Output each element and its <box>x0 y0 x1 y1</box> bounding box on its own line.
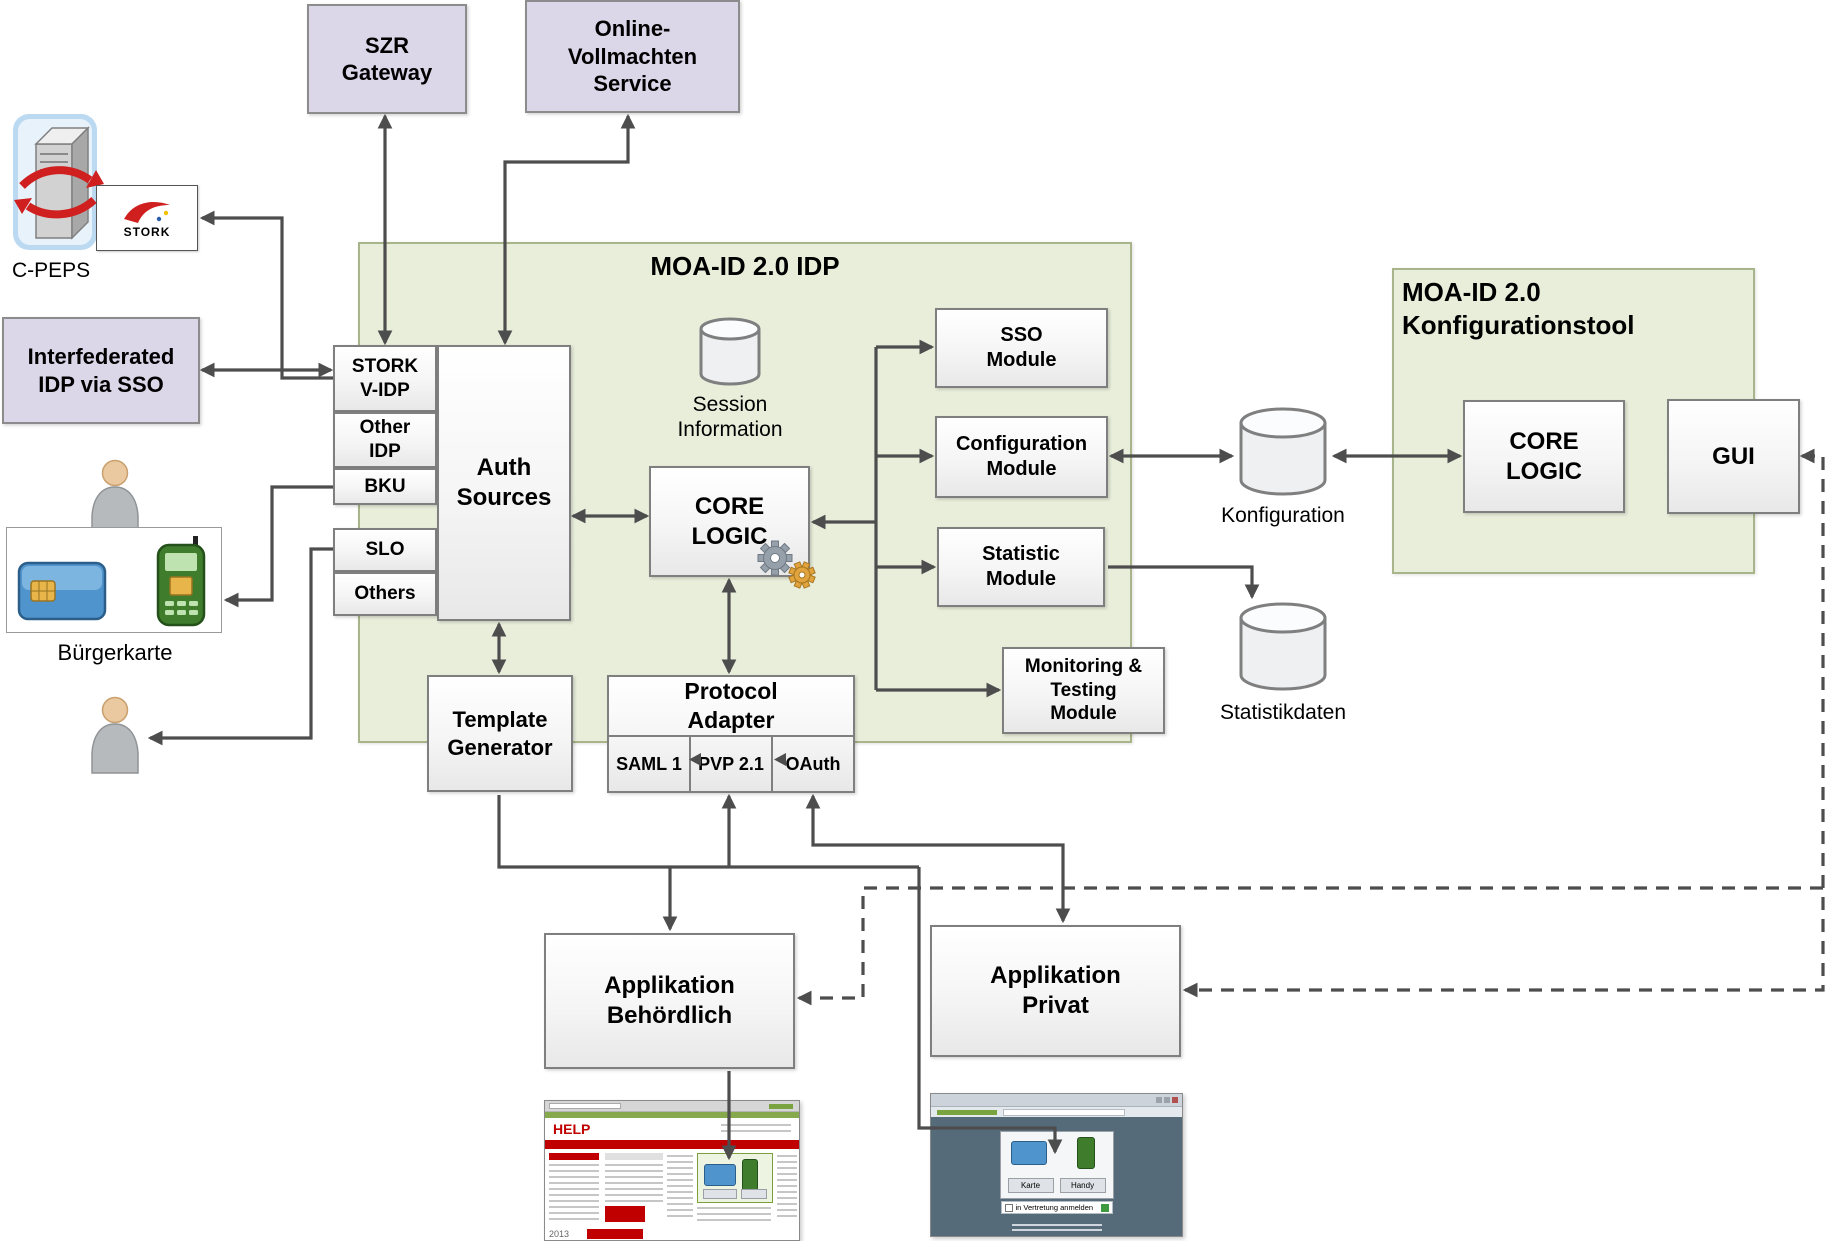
gui-box: GUI <box>1667 399 1800 514</box>
saml1-box: SAML 1 <box>616 753 682 774</box>
karte-button: Karte <box>1007 1178 1054 1193</box>
session-db-icon <box>699 317 761 386</box>
protocol-adapter-label: Protocol Adapter <box>684 678 778 733</box>
secure-icon <box>1100 1203 1109 1212</box>
bku-selection-widget <box>697 1153 773 1203</box>
others-box: Others <box>333 572 437 616</box>
handy-button: Handy <box>1059 1178 1106 1193</box>
mini-phone-icon <box>1076 1137 1095 1169</box>
window-titlebar <box>931 1094 1182 1107</box>
stork-label: STORK <box>123 225 171 239</box>
server-front <box>35 143 73 239</box>
online-vollmachten-box: Online- Vollmachten Service <box>525 0 740 113</box>
pvp21-box: PVP 2.1 <box>689 737 771 791</box>
buergerkarte-box <box>6 527 222 633</box>
help-website-screenshot: HELP 2013 <box>544 1100 800 1241</box>
other-idp-box: Other IDP <box>333 412 437 468</box>
protocol-adapter-box: Protocol Adapter SAML 1 PVP 2.1 OAuth <box>607 675 855 793</box>
arrow-vidp-cpeps <box>199 210 333 380</box>
konfigtool-panel-title: MOA-ID 2.0 Konfigurationstool <box>1402 277 1635 340</box>
arrow-bku-buergerkarte <box>223 485 333 608</box>
applikation-privat-box: Applikation Privat <box>930 925 1181 1057</box>
line-template-bus <box>497 795 919 869</box>
bku-login-dialog: Karte Handy <box>999 1131 1114 1199</box>
konfigtool-core-logic-box: CORE LOGIC <box>1463 400 1625 513</box>
statistikdaten-db-icon <box>1239 602 1327 691</box>
help-logo: HELP <box>553 1121 591 1137</box>
oauth-box: OAuth <box>771 737 853 791</box>
smartcard-icon <box>17 561 107 621</box>
browser-toolbar <box>545 1101 799 1112</box>
c-peps-label: C-PEPS <box>12 259 91 282</box>
vertretung-row: in Vertretung anmelden <box>1000 1201 1113 1214</box>
konfiguration-db-icon <box>1239 407 1327 496</box>
session-information-label: Session Information <box>677 393 783 442</box>
monitoring-module-box: Monitoring & Testing Module <box>1002 647 1165 734</box>
vertretung-label: in Vertretung anmelden <box>1015 1203 1094 1212</box>
citizen-icon <box>91 459 139 536</box>
help-content: 2013 <box>545 1149 799 1240</box>
window-content: Karte Handy in Vertretung anmelden <box>931 1117 1182 1236</box>
gears-icon <box>757 540 816 589</box>
arrow-oauth-privat <box>805 793 1071 924</box>
login-window-screenshot: Karte Handy in Vertretung anmelden <box>930 1093 1183 1237</box>
help-year: 2013 <box>549 1229 570 1239</box>
mobile-phone-icon <box>156 536 206 627</box>
vertretung-checkbox <box>1004 1203 1013 1212</box>
template-generator-box: Template Generator <box>427 675 573 792</box>
window-toolbar <box>931 1107 1182 1117</box>
core-logic-box: CORE LOGIC <box>649 466 810 577</box>
konfiguration-label: Konfiguration <box>1221 504 1345 527</box>
c-peps-server-icon <box>13 114 104 250</box>
bku-box: BKU <box>333 468 437 505</box>
stork-vidp-box: STORK V-IDP <box>333 345 437 412</box>
slo-box: SLO <box>333 528 437 572</box>
szr-gateway-box: SZR Gateway <box>307 4 467 114</box>
statistic-module-box: Statistic Module <box>937 527 1105 607</box>
sso-module-box: SSO Module <box>935 308 1108 388</box>
auth-sources-box: Auth Sources <box>437 345 571 621</box>
red-swirl-top <box>19 166 93 189</box>
stork-logo-icon <box>124 201 170 223</box>
statistikdaten-label: Statistikdaten <box>1219 701 1347 724</box>
applikation-behoerdlich-box: Applikation Behördlich <box>544 933 795 1069</box>
buergerkarte-label: Bürgerkarte <box>57 640 173 665</box>
help-nav-bar <box>545 1140 799 1149</box>
stork-box: STORK <box>96 185 198 251</box>
help-green-strip <box>545 1112 799 1118</box>
user-icon <box>91 696 139 774</box>
red-swirl-bottom <box>25 196 97 219</box>
interfederated-idp-box: Interfederated IDP via SSO <box>2 317 200 424</box>
configuration-module-box: Configuration Module <box>935 416 1108 498</box>
idp-panel-title: MOA-ID 2.0 IDP <box>650 251 840 281</box>
server-side <box>71 126 89 240</box>
mini-card-icon <box>1010 1141 1047 1165</box>
